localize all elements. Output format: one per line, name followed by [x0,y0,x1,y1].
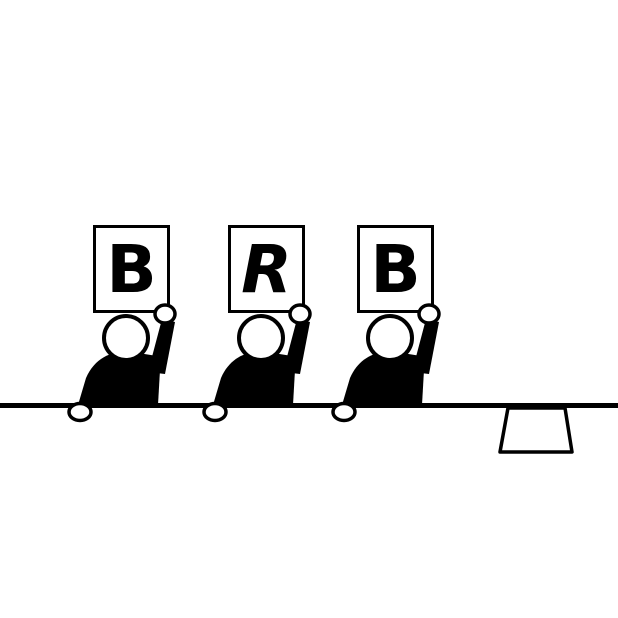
judge-raised-hand [288,303,312,325]
score-card [228,225,305,313]
judge-head [237,314,285,362]
judge-body [213,351,295,405]
judge-raised-arm [412,319,439,374]
score-card-letter: B [106,231,156,308]
judge-raised-arm [283,319,310,374]
judge-raised-arm [148,319,175,374]
judge-head [102,314,150,362]
empty-seat-trapezoid [498,406,574,454]
judge-raised-hand [417,303,441,325]
score-card-letter: R [241,231,292,308]
judge-resting-hand [67,401,93,423]
score-card-letter: B [370,231,420,308]
judge-figure-1: B [67,225,177,423]
judge-figure-2: R [202,225,312,423]
score-card [357,225,434,313]
judge-body [78,351,160,405]
judge-raised-hand [153,303,177,325]
judge-body [342,351,424,405]
judge-head [366,314,414,362]
score-card [93,225,170,313]
judge-resting-hand [202,401,228,423]
judge-figure-3: B [331,225,441,423]
judge-resting-hand [331,401,357,423]
